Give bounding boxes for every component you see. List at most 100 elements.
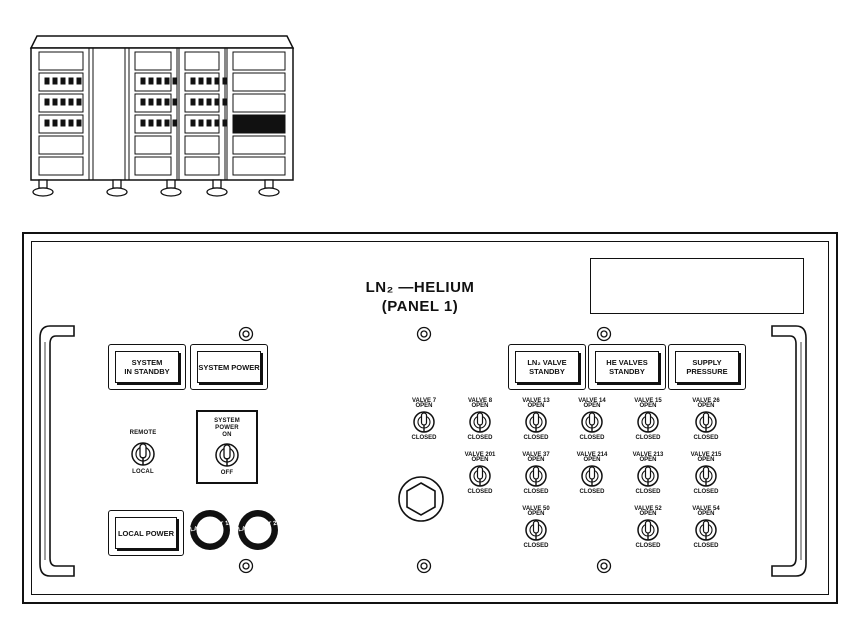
cabinet-control <box>198 77 204 85</box>
valve-name-label: VALVE 14 <box>578 398 606 404</box>
cabinet-drawer <box>232 72 286 92</box>
valve-open-label: OPEN <box>639 403 657 409</box>
valve-toggle-switch[interactable] <box>622 517 674 543</box>
valve-toggle-switch[interactable] <box>454 409 506 435</box>
cabinet-control <box>44 98 50 106</box>
left-handle[interactable] <box>34 322 78 580</box>
supply-pressure-line2: PRESSURE <box>686 367 728 376</box>
valve-open-label: OPEN <box>527 457 545 463</box>
cabinet-drawer <box>232 51 286 71</box>
cabinet-control <box>140 119 146 127</box>
system-power-toggle-switch[interactable] <box>212 440 242 470</box>
cabinet-control <box>140 98 146 106</box>
panel-title-line2: (PANEL 1) <box>381 298 459 315</box>
cabinet-control <box>76 119 82 127</box>
cabinet-control <box>190 98 196 106</box>
valve-toggle-switch[interactable] <box>622 463 674 489</box>
valve-name-label: VALVE 50 <box>522 506 550 512</box>
valve-closed-label: CLOSED <box>467 489 493 495</box>
cabinet-control <box>172 119 178 127</box>
cabinet-drawer <box>134 72 172 92</box>
valve-closed-label: CLOSED <box>411 435 437 441</box>
remote-label: REMOTE <box>129 430 157 436</box>
cabinet-control <box>68 119 74 127</box>
system-power-on-line1: SYSTEM <box>214 418 240 424</box>
valve-name-label: VALVE 26 <box>692 398 720 404</box>
cabinet-control <box>156 77 162 85</box>
system-power-switch-box <box>196 410 258 484</box>
control-panel-inner-frame <box>31 241 829 595</box>
valve-name-label: VALVE 7 <box>411 398 437 404</box>
valve-open-label: OPEN <box>471 457 489 463</box>
valve-open-label: OPEN <box>639 511 657 517</box>
cabinet-control <box>190 77 196 85</box>
valve-toggle-switch[interactable] <box>680 517 732 543</box>
cabinet-control <box>172 98 178 106</box>
valve-name-label: VALVE 8 <box>467 398 493 404</box>
cabinet-control <box>164 77 170 85</box>
cabinet-drawer <box>134 156 172 176</box>
panel-title: LN₂ —HELIUM (PANEL 1) <box>350 278 490 316</box>
cabinet-drawer <box>184 156 220 176</box>
cabinet-drawer <box>134 135 172 155</box>
valve-toggle-switch[interactable] <box>566 409 618 435</box>
cabinet-control <box>214 77 220 85</box>
cabinet-drawer <box>184 135 220 155</box>
valve-closed-label: CLOSED <box>523 435 549 441</box>
local-power-button[interactable]: LOCAL POWER <box>108 510 184 556</box>
valve-toggle-switch[interactable] <box>454 463 506 489</box>
cabinet-drawer <box>232 156 286 176</box>
system-standby-label-line1: SYSTEM <box>131 358 163 367</box>
valve-toggle-switch[interactable] <box>566 463 618 489</box>
valve-name-label: VALVE 214 <box>576 452 608 458</box>
remote-local-toggle-switch[interactable] <box>128 439 158 469</box>
valve-open-label: OPEN <box>471 403 489 409</box>
cabinet-control <box>76 77 82 85</box>
cabinet-drawer <box>134 51 172 71</box>
cabinet-control <box>206 77 212 85</box>
lamp-test-1-button[interactable]: LAMP TEST 1 <box>188 508 232 552</box>
system-power-label: SYSTEM POWER <box>198 362 260 372</box>
cabinet-drawer <box>184 51 220 71</box>
cabinet-control <box>60 98 66 106</box>
lamp-test-2-button[interactable]: LAMP TEST 2 <box>236 508 280 552</box>
valve-closed-label: CLOSED <box>579 489 605 495</box>
valve-closed-label: CLOSED <box>693 435 719 441</box>
right-handle[interactable] <box>768 322 812 580</box>
valve-toggle-switch[interactable] <box>680 409 732 435</box>
cabinet-control <box>148 77 154 85</box>
cabinet-control <box>198 98 204 106</box>
local-power-label: LOCAL POWER <box>117 528 175 538</box>
system-power-button[interactable]: SYSTEM POWER <box>190 344 268 390</box>
valve-toggle-switch[interactable] <box>622 409 674 435</box>
valve-name-label: VALVE 52 <box>634 506 662 512</box>
valve-name-label: VALVE 13 <box>522 398 550 404</box>
cabinet-control <box>190 119 196 127</box>
cabinet-control <box>68 98 74 106</box>
local-label: LOCAL <box>132 469 154 475</box>
cabinet-control <box>198 119 204 127</box>
cabinet-control <box>68 77 74 85</box>
cabinet-control <box>214 119 220 127</box>
cabinet-control <box>44 119 50 127</box>
valve-toggle-switch[interactable] <box>510 463 562 489</box>
valve-toggle-switch[interactable] <box>510 409 562 435</box>
valve-toggle-switch[interactable] <box>680 463 732 489</box>
cabinet-control <box>140 77 146 85</box>
valve-open-label: OPEN <box>697 403 715 409</box>
valve-toggle-switch[interactable] <box>510 517 562 543</box>
valve-toggle-switch[interactable] <box>398 409 450 435</box>
